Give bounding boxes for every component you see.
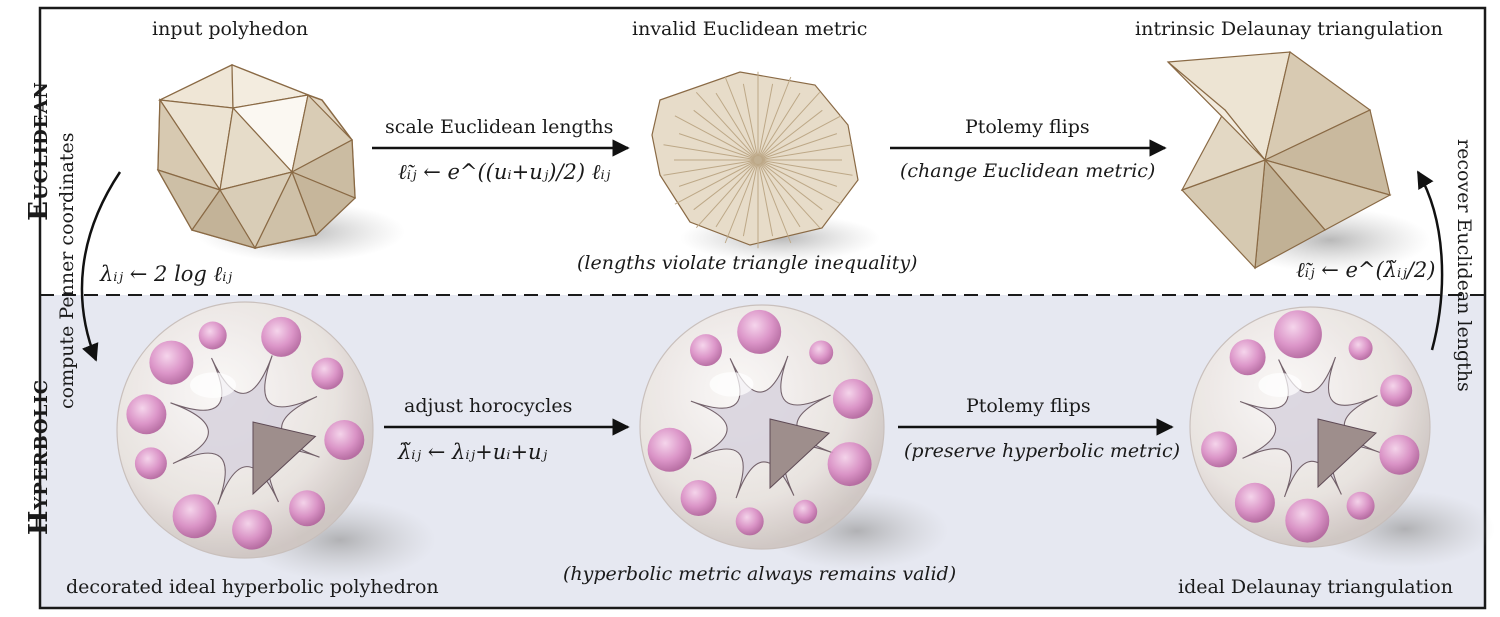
adjust-formula: λ̃ᵢⱼ ← λᵢⱼ+uᵢ+uⱼ [398,440,548,464]
metric-valid-note: (hyperbolic metric always remains valid) [563,563,957,585]
input-polyhedron-label: input polyhedon [152,18,309,40]
scale-lengths-label: scale Euclidean lengths [385,116,614,138]
input-polyhedron-illustration [156,64,405,262]
ptolemy-flips-top-label: Ptolemy flips [965,116,1090,138]
recover-lengths-label: recover Euclidean lengths [1453,139,1475,392]
ideal-delaunay-illustration [1189,306,1495,568]
penner-formula: λᵢⱼ ← 2 log ℓᵢⱼ [100,262,233,286]
invalid-metric-illustration [651,71,880,262]
intrinsic-delaunay-label: intrinsic Delaunay triangulation [1135,18,1443,40]
change-metric-note: (change Euclidean metric) [900,160,1156,182]
preserve-metric-note: (preserve hyperbolic metric) [904,440,1181,462]
recover-formula: ℓ̃ᵢⱼ ← e^(λ̃ᵢⱼ/2) [1296,258,1436,282]
decorated-polyhedron-label: decorated ideal hyperbolic polyhedron [66,576,439,598]
adjusted-horocycles-illustration [639,304,949,571]
scale-formula: ℓ̃ᵢⱼ ← e^((uᵢ+uⱼ)/2) ℓᵢⱼ [398,160,611,184]
arrow-recover [1416,170,1444,351]
adjust-horocycles-label: adjust horocycles [404,395,573,417]
figure-frame [38,6,1487,610]
decorated-ideal-polyhedron-illustration [116,301,436,581]
arrow-penner [80,171,122,362]
ideal-delaunay-label: ideal Delaunay triangulation [1178,576,1453,598]
hyperbolic-row-label: Hyperbolic [24,378,54,536]
invalid-metric-label: invalid Euclidean metric [632,18,868,40]
compute-penner-label: compute Penner coordinates [56,132,78,409]
intrinsic-delaunay-illustration [1166,50,1430,272]
violate-inequality-note: (lengths violate triangle inequality) [577,252,918,274]
euclidean-row-label: Euclidean [24,81,54,221]
ptolemy-flips-bottom-label: Ptolemy flips [966,395,1091,417]
